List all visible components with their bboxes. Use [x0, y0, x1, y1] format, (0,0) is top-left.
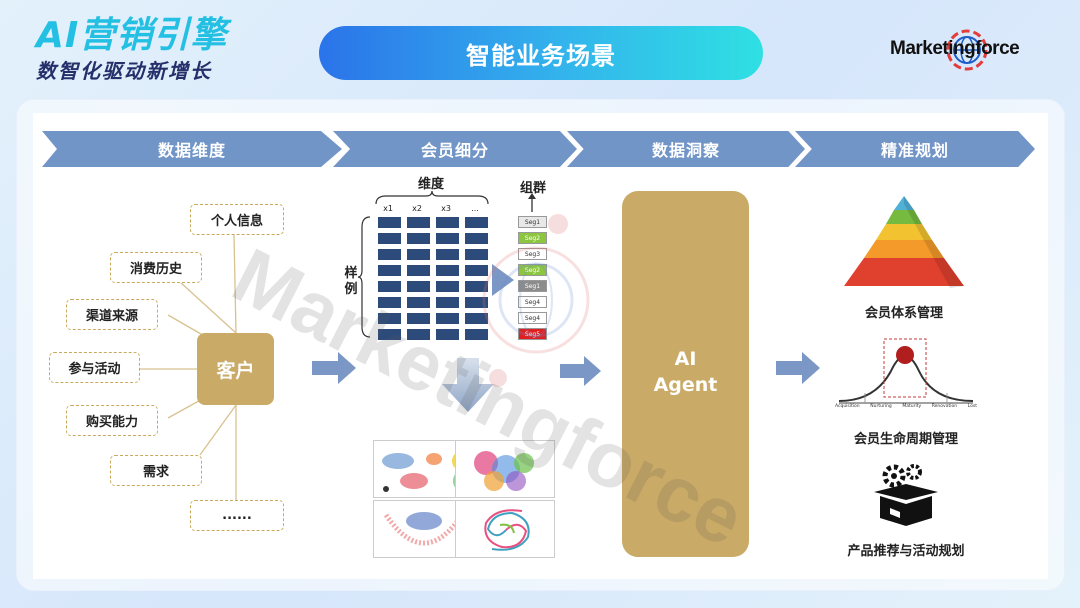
arrow-right-icon	[492, 264, 514, 296]
segment-tag: Seg1	[518, 216, 547, 228]
arrow-right-icon	[560, 356, 601, 386]
globe-logo-icon	[946, 29, 988, 71]
column-label: x1	[383, 204, 393, 213]
dimension-more: ......	[190, 500, 284, 531]
dimension-personal-info: 个人信息	[190, 204, 284, 235]
planning-member-lifecycle: 会员生命周期管理	[853, 432, 958, 447]
data-matrix-grid	[378, 217, 488, 340]
cluster-plot-graphic	[474, 451, 534, 491]
arrow-right-icon	[776, 352, 820, 384]
brace-icon	[358, 216, 371, 338]
arrow-up-icon	[528, 193, 536, 212]
stage-data-insight: 数据洞察	[567, 131, 805, 167]
lifecycle-curve-icon	[838, 338, 974, 404]
arrow-right-icon	[312, 352, 356, 384]
column-label: x3	[441, 204, 451, 213]
logo-text: Marketingforce	[890, 38, 1020, 59]
customer-node: 客户	[197, 333, 274, 405]
ai-agent-line2: Agent	[653, 374, 718, 396]
segment-tag: Seg2	[518, 232, 547, 244]
product-box-gear-icon	[874, 464, 938, 526]
watermark-globe-icon	[482, 214, 590, 387]
cluster-plot-graphic	[383, 512, 465, 546]
pyramid-icon	[844, 196, 964, 288]
cluster-plot-graphic	[484, 509, 530, 551]
brand-subtitle: 数智化驱动新增长	[36, 59, 212, 83]
stage-member-segmentation: 会员细分	[333, 131, 577, 167]
segment-tag: Seg3	[518, 248, 547, 260]
ai-agent-line1: AI	[674, 348, 697, 370]
cluster-plot	[455, 440, 555, 498]
lifecycle-stage: Nurturing	[870, 404, 892, 409]
segment-tag: Seg2	[518, 264, 547, 276]
segment-tag: Seg1	[518, 280, 547, 292]
arrow-down-icon	[442, 358, 494, 412]
logo: Marketingforce	[890, 20, 1055, 80]
lifecycle-stage: Renovation	[931, 404, 958, 409]
dimension-activity-participation: 参与活动	[49, 352, 140, 383]
dimension-purchasing-power: 购买能力	[66, 405, 158, 436]
dimension-consumption-history: 消费历史	[110, 252, 202, 283]
lifecycle-stage-labels: Acquisition Nurturing Maturity Renovatio…	[835, 404, 977, 409]
lifecycle-stage: Lost	[967, 404, 977, 409]
group-label: 组群	[519, 181, 546, 196]
lifecycle-stage: Acquisition	[835, 404, 860, 409]
ai-agent-label: AI Agent	[622, 346, 749, 398]
stage-data-dimension: 数据维度	[42, 131, 342, 167]
dimension-channel-source: 渠道来源	[66, 299, 158, 330]
page-title: 智能业务场景	[319, 26, 763, 80]
ai-agent-block	[622, 191, 749, 557]
segment-tag: Seg4	[518, 312, 547, 324]
column-label: x2	[412, 204, 422, 213]
segment-tag: Seg4	[518, 296, 547, 308]
segmentation-dimension-label: 维度	[417, 177, 444, 192]
lifecycle-stage: Maturity	[902, 404, 922, 409]
stage-precise-planning: 精准规划	[795, 131, 1035, 167]
segment-tag: Seg5	[518, 328, 547, 340]
planning-product-recommendation: 产品推荐与活动规划	[847, 544, 965, 559]
column-label: ...	[471, 204, 479, 213]
cluster-plot	[455, 500, 555, 558]
brand-title: AI营销引擎	[36, 15, 228, 56]
dimension-needs: 需求	[110, 455, 202, 486]
sample-label: 样例	[344, 266, 358, 297]
planning-member-system: 会员体系管理	[864, 306, 943, 321]
brace-icon	[375, 190, 489, 205]
